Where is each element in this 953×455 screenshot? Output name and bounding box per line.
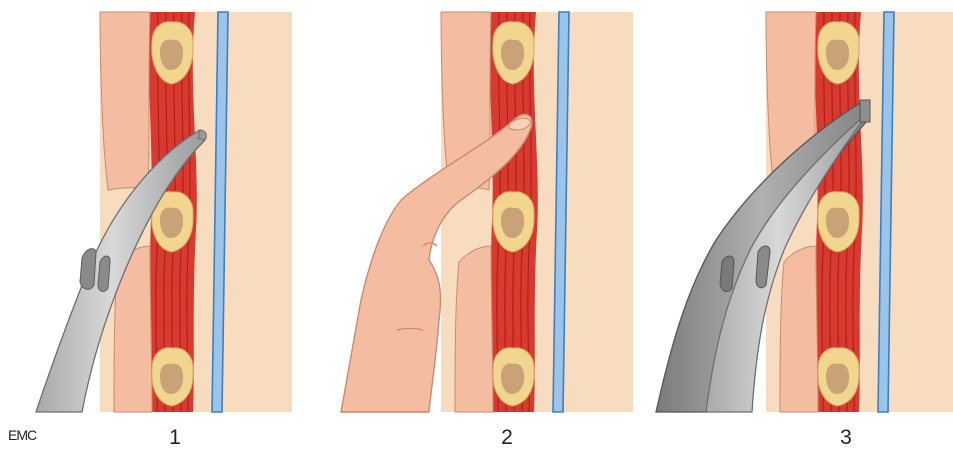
panel-label-2: 2 (487, 426, 527, 450)
panel-label-3: 3 (826, 426, 866, 450)
publisher-credit: EMC (8, 427, 36, 443)
panel-1-illustration (36, 12, 292, 412)
panel-3-illustration (656, 12, 953, 412)
panel-label-1: 1 (155, 426, 195, 450)
panel-2-illustration (341, 12, 633, 412)
